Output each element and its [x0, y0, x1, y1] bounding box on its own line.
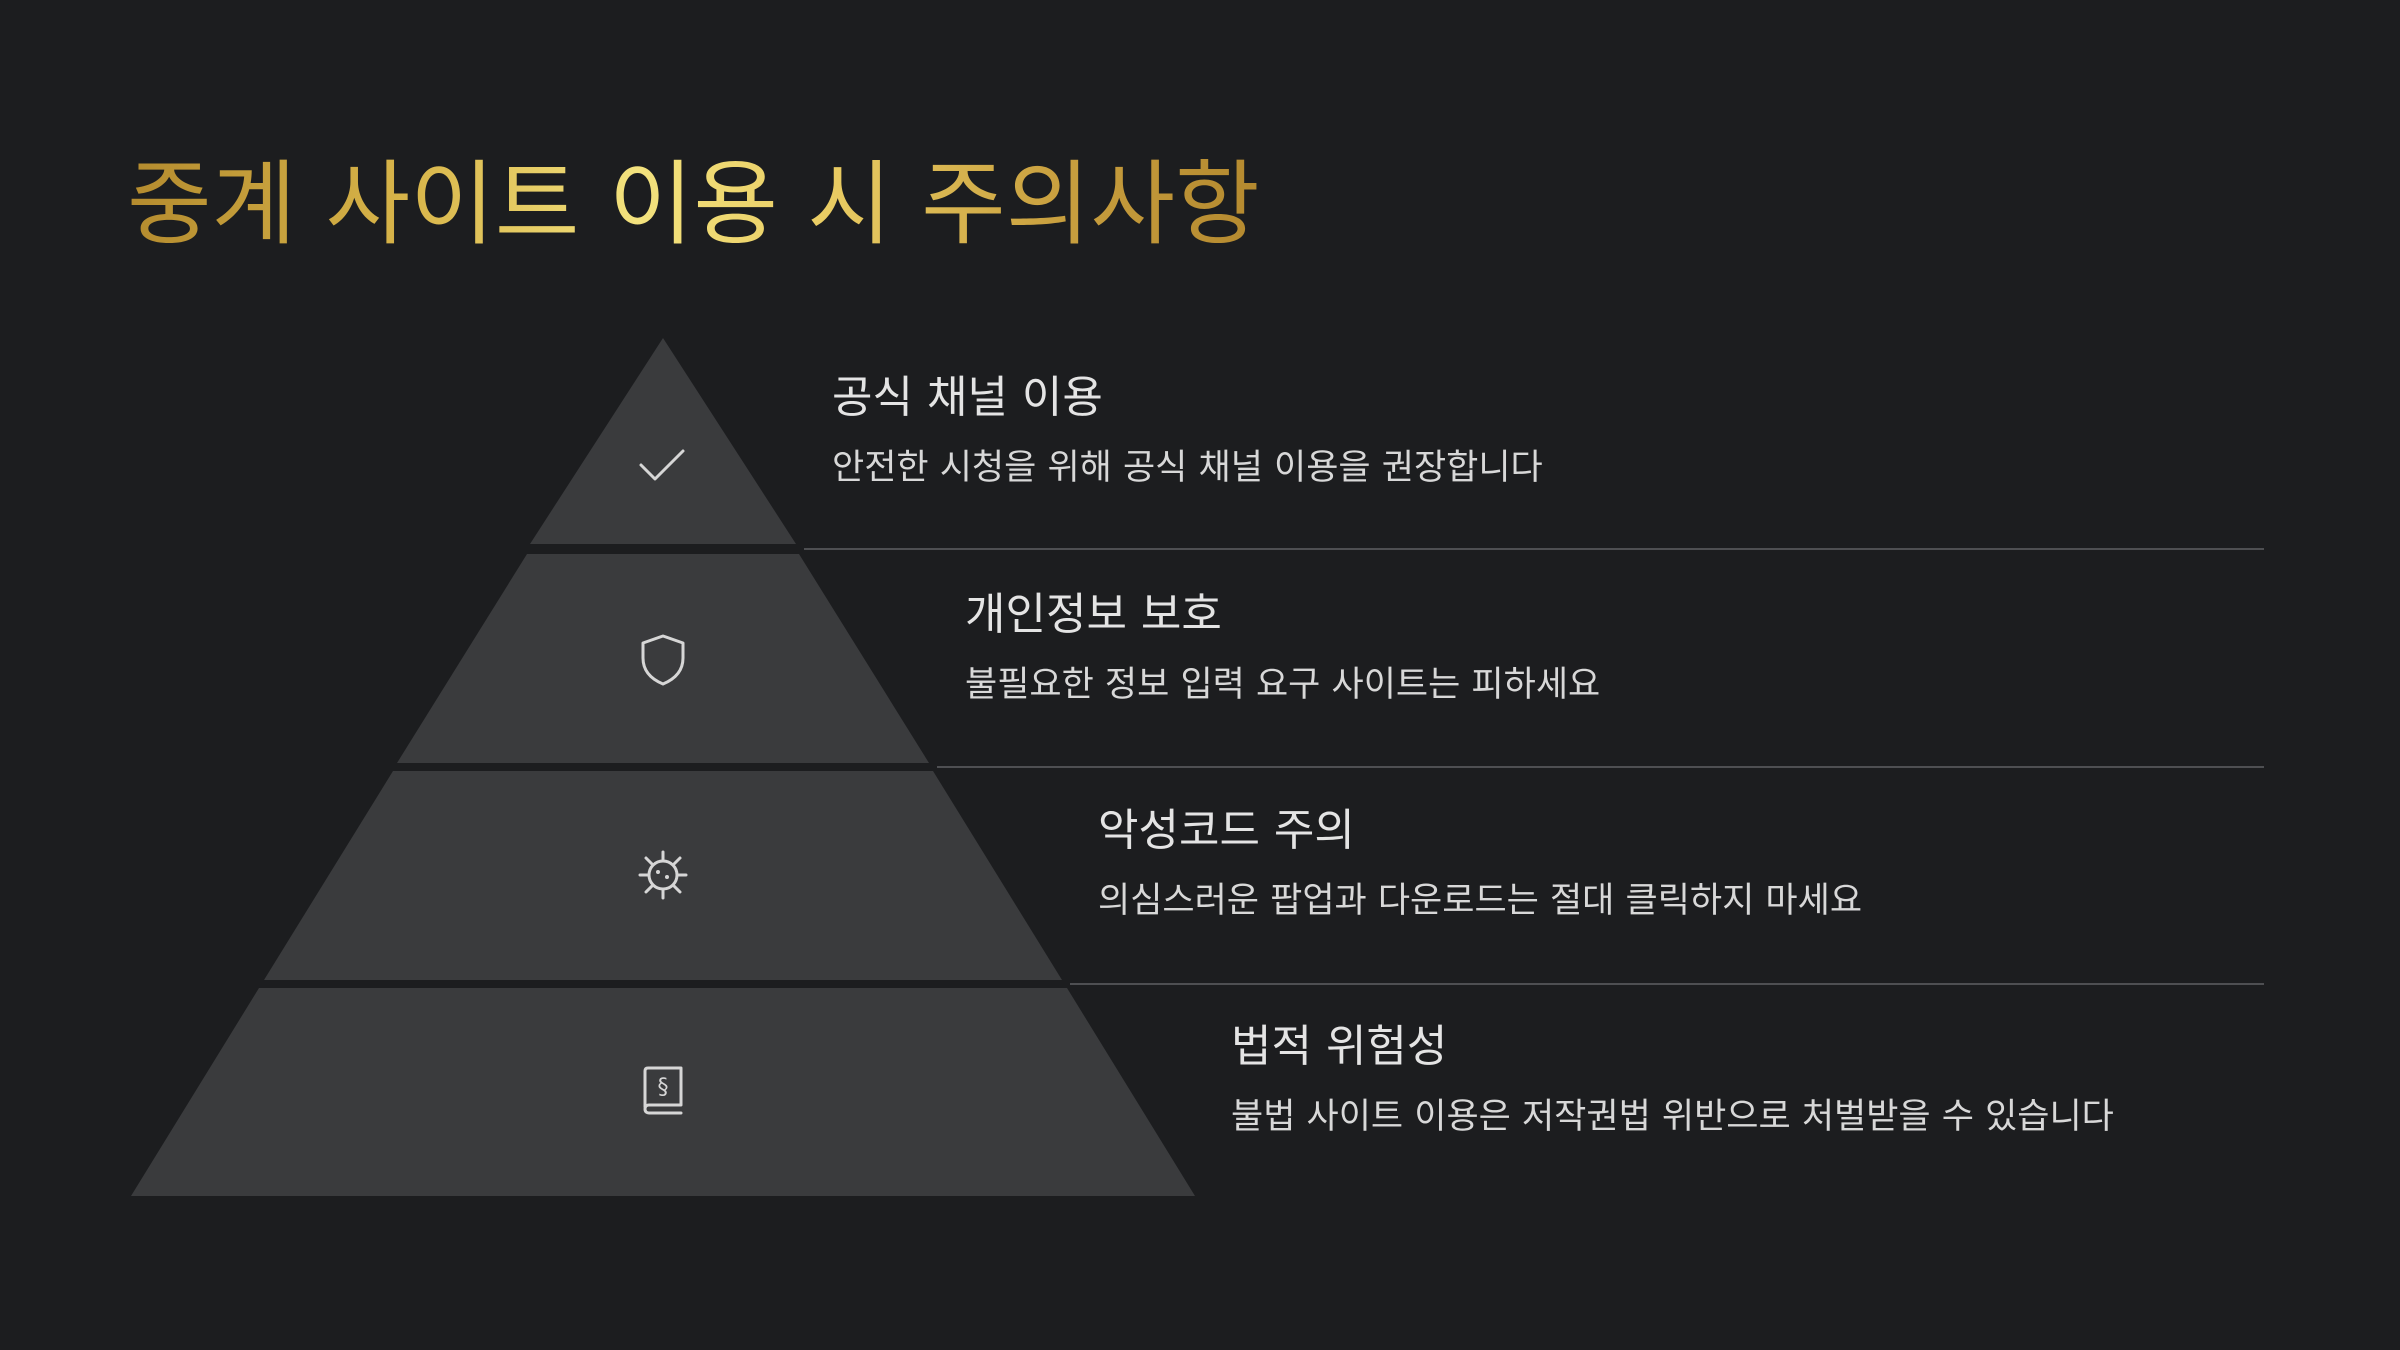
slide-title: 중계 사이트 이용 시 주의사항 [127, 140, 1260, 270]
divider [1070, 983, 2264, 985]
tier-1-text: 공식 채널 이용 안전한 시청을 위해 공식 채널 이용을 권장합니다 [832, 368, 1543, 492]
pyramid-tier-4 [131, 988, 1195, 1196]
tier-title: 악성코드 주의 [1098, 805, 1355, 856]
tier-title: 개인정보 보호 [965, 589, 1222, 640]
tier-3-text: 악성코드 주의 의심스러운 팝업과 다운로드는 절대 클릭하지 마세요 [1098, 801, 1862, 925]
tier-title: 법적 위험성 [1231, 1021, 1448, 1072]
virus-icon [635, 847, 691, 903]
svg-text:§: § [658, 1075, 669, 1100]
tier-description: 불법 사이트 이용은 저작권법 위반으로 처벌받을 수 있습니다 [1231, 1097, 2114, 1137]
tier-title: 공식 채널 이용 [832, 372, 1103, 423]
pyramid-tier-1 [530, 338, 796, 544]
check-icon [635, 437, 691, 493]
shield-icon [635, 632, 691, 688]
pyramid-tier-2 [397, 554, 929, 763]
tier-4-text: 법적 위험성 불법 사이트 이용은 저작권법 위반으로 처벌받을 수 있습니다 [1231, 1017, 2114, 1141]
divider [937, 766, 2264, 768]
tier-description: 의심스러운 팝업과 다운로드는 절대 클릭하지 마세요 [1098, 881, 1863, 921]
pyramid [131, 338, 1195, 1196]
tier-description: 안전한 시청을 위해 공식 채널 이용을 권장합니다 [832, 448, 1543, 488]
tier-description: 불필요한 정보 입력 요구 사이트는 피하세요 [965, 665, 1601, 705]
tier-2-text: 개인정보 보호 불필요한 정보 입력 요구 사이트는 피하세요 [965, 585, 1600, 709]
law-book-icon: § [635, 1063, 691, 1119]
divider [804, 548, 2264, 550]
pyramid-tier-3 [264, 771, 1062, 980]
